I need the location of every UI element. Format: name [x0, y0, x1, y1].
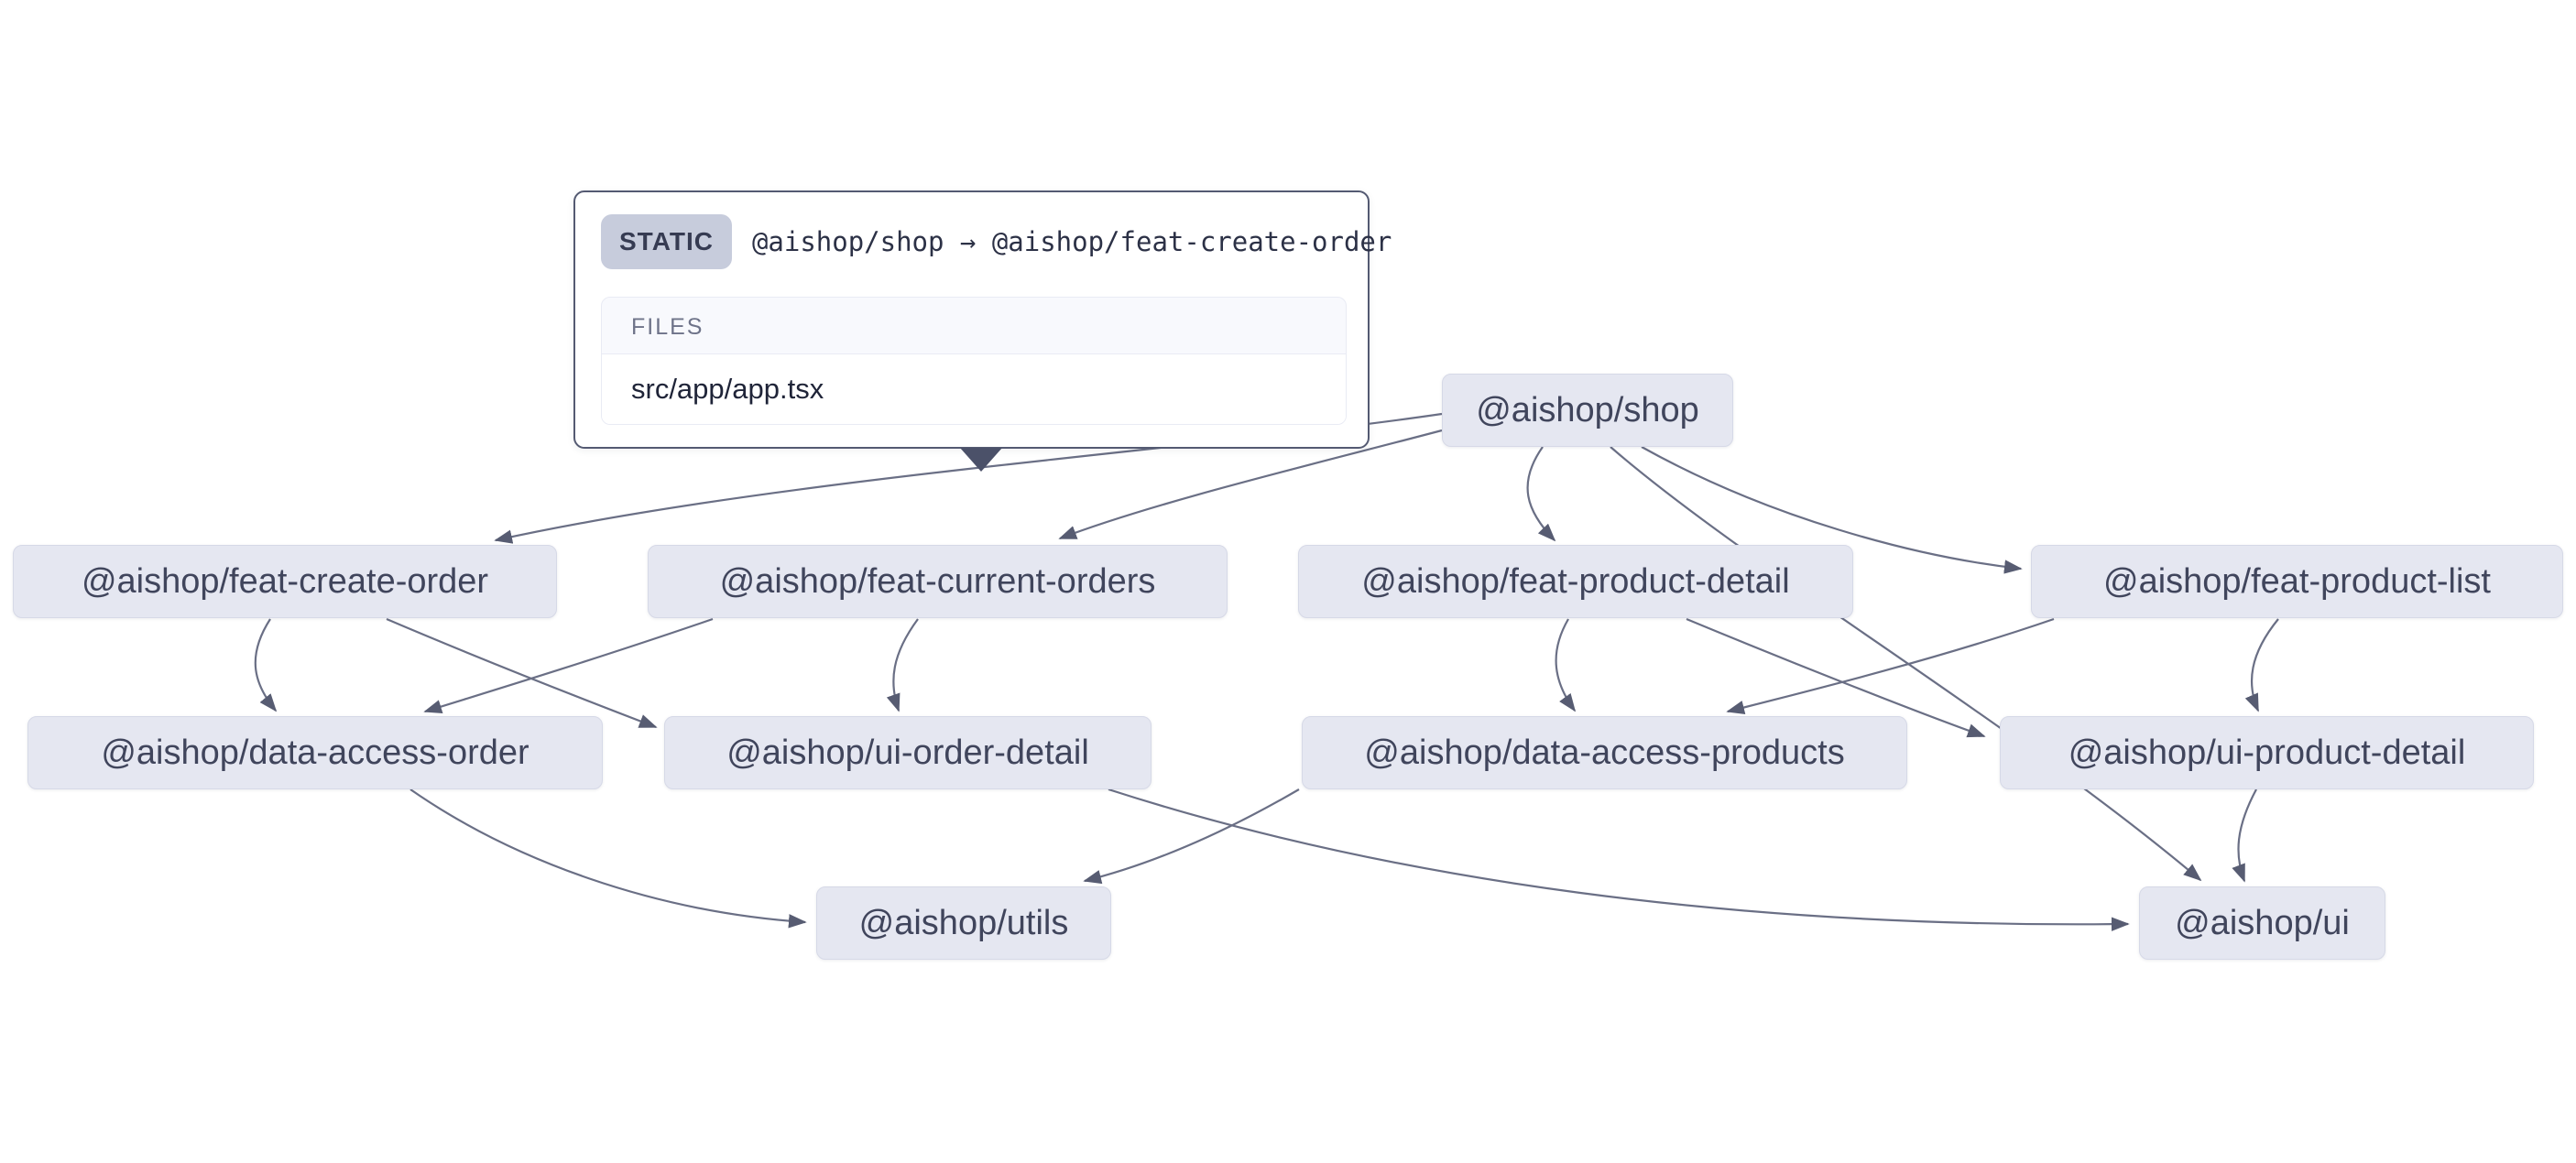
graph-node-data-access-products[interactable]: @aishop/data-access-products — [1302, 716, 1907, 789]
graph-node-ui-product-detail[interactable]: @aishop/ui-product-detail — [2000, 716, 2534, 789]
edge-feat-product-list-data-access-products[interactable] — [1726, 617, 2055, 715]
edge-label: @aishop/shop → @aishop/feat-create-order — [751, 226, 1392, 257]
edge-type-badge: STATIC — [601, 214, 732, 269]
edge-data-access-order-utils[interactable] — [409, 788, 807, 929]
file-list-item: src/app/app.tsx — [602, 354, 1346, 424]
edge-feat-create-order-ui-order-detail[interactable] — [386, 617, 658, 729]
edge-shop-feat-product-list[interactable] — [1641, 446, 2023, 574]
edge-shop-ui[interactable] — [1610, 446, 2202, 882]
graph-node-utils[interactable]: @aishop/utils — [816, 886, 1111, 960]
tooltip-header-row: STATIC @aishop/shop → @aishop/feat-creat… — [575, 192, 1392, 269]
edge-ui-order-detail-ui[interactable] — [1108, 788, 2130, 931]
edge-feat-product-list-ui-product-detail[interactable] — [2244, 618, 2279, 712]
files-panel: FILES src/app/app.tsx — [601, 297, 1347, 425]
graph-node-ui-order-detail[interactable]: @aishop/ui-order-detail — [664, 716, 1152, 789]
edge-feat-current-orders-data-access-order[interactable] — [423, 617, 714, 714]
edge-shop-feat-product-detail[interactable] — [1526, 446, 1556, 542]
edge-feat-current-orders-ui-order-detail[interactable] — [886, 618, 919, 712]
tooltip-caret-icon — [960, 448, 1002, 472]
edge-feat-product-detail-ui-product-detail[interactable] — [1686, 617, 1986, 738]
graph-node-feat-product-list[interactable]: @aishop/feat-product-list — [2031, 545, 2563, 618]
graph-node-feat-product-detail[interactable]: @aishop/feat-product-detail — [1298, 545, 1853, 618]
graph-node-ui[interactable]: @aishop/ui — [2139, 886, 2385, 960]
graph-node-data-access-order[interactable]: @aishop/data-access-order — [27, 716, 603, 789]
files-header-label: FILES — [602, 298, 1346, 354]
edge-data-access-products-utils[interactable] — [1083, 788, 1300, 885]
edge-shop-feat-current-orders[interactable] — [1058, 429, 1443, 540]
edge-feat-create-order-data-access-order[interactable] — [254, 618, 278, 712]
graph-node-feat-current-orders[interactable]: @aishop/feat-current-orders — [648, 545, 1228, 618]
edge-ui-product-detail-ui[interactable] — [2232, 788, 2257, 883]
graph-node-feat-create-order[interactable]: @aishop/feat-create-order — [13, 545, 557, 618]
edge-tooltip: STATIC @aishop/shop → @aishop/feat-creat… — [573, 190, 1392, 472]
graph-node-shop[interactable]: @aishop/shop — [1442, 374, 1733, 447]
edge-feat-product-detail-data-access-products[interactable] — [1555, 618, 1577, 712]
